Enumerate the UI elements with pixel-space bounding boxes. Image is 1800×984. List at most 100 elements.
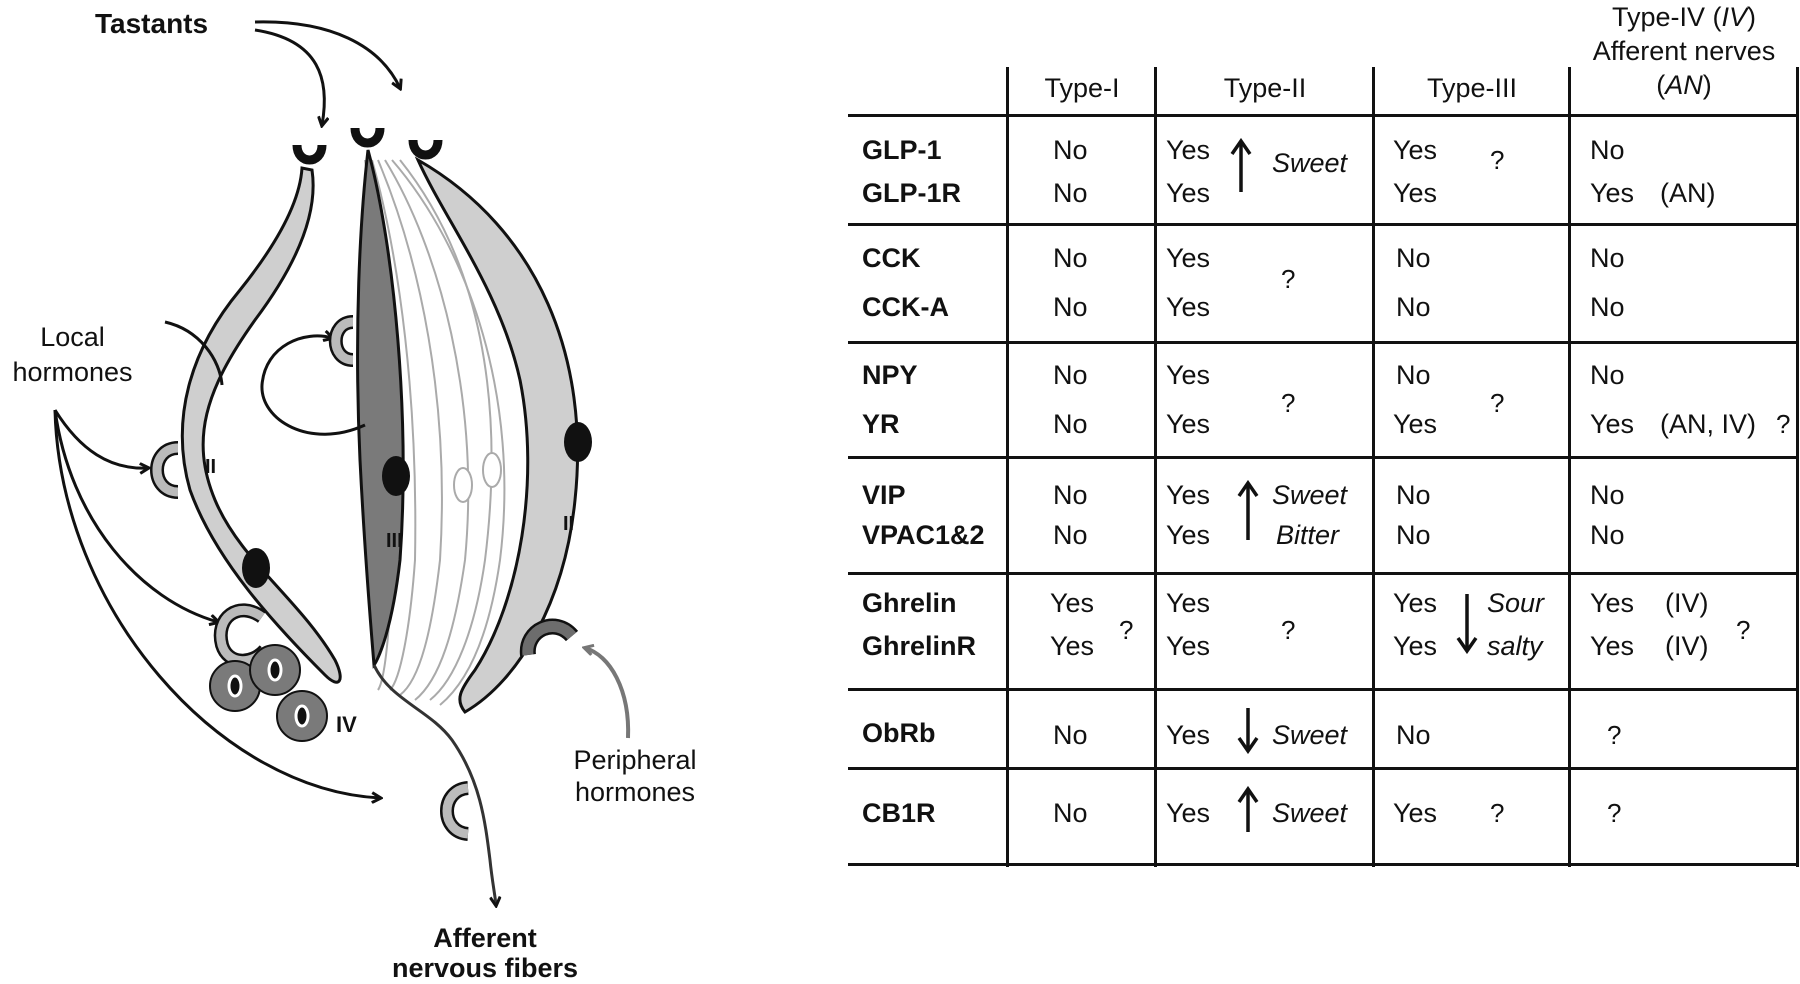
question-mark: ? xyxy=(1281,264,1296,294)
cell-yr-type2: Yes xyxy=(1166,409,1211,439)
cell-ghrelin-type2: Yes xyxy=(1166,588,1211,618)
cell-npy-type2: Yes xyxy=(1166,360,1211,390)
table-hline xyxy=(848,456,1798,459)
receptor-top-right xyxy=(408,139,443,160)
note-sour: Sour xyxy=(1487,588,1545,618)
cell-III-label: III xyxy=(386,530,403,552)
row-label-glp1r: GLP-1R xyxy=(862,178,962,208)
cell-npy-type3: No xyxy=(1396,360,1431,390)
header-type-III: Type-III xyxy=(1426,73,1518,103)
cell-vpac-type2: Yes xyxy=(1166,520,1211,550)
note-sweet: Sweet xyxy=(1272,148,1348,178)
peripheral-hormone-arrow xyxy=(585,648,631,739)
taste-bud-diagram xyxy=(53,20,631,983)
table-vline xyxy=(1006,67,1009,867)
local-hormones-label-line2: hormones xyxy=(12,357,133,387)
question-mark: ? xyxy=(1281,388,1296,418)
cell-type-IV-cluster xyxy=(209,644,328,742)
question-mark: ? xyxy=(1490,145,1505,175)
cell-vpac-type1: No xyxy=(1053,520,1088,550)
cell-glp1r-type1: No xyxy=(1053,178,1088,208)
row-label-ccka: CCK-A xyxy=(862,292,949,322)
table-hline xyxy=(848,341,1798,344)
header-type-I: Type-I xyxy=(1044,73,1120,103)
cell-glp1r-an: (AN) xyxy=(1660,178,1716,208)
cell-cck-type2: Yes xyxy=(1166,243,1211,273)
cell-type-II-right xyxy=(414,156,580,714)
local-hormone-arrow-4 xyxy=(53,409,380,798)
table-hline xyxy=(848,863,1798,866)
cell-glp1r-type2: Yes xyxy=(1166,178,1211,208)
cell-obrb-type1: No xyxy=(1053,720,1088,750)
cell-type-III xyxy=(356,149,405,669)
cell-vip-type1: No xyxy=(1053,480,1088,510)
arrow-down-icon xyxy=(1237,708,1259,754)
question-mark: ? xyxy=(1607,798,1622,828)
cell-ghrelin-type3: Yes xyxy=(1393,588,1438,618)
cell-ghrelin-type4: Yes xyxy=(1590,588,1635,618)
support-cell-line xyxy=(399,159,493,701)
cell-vip-type2: Yes xyxy=(1166,480,1211,510)
table-vline xyxy=(1154,67,1157,867)
support-cell-line xyxy=(377,159,443,696)
cell-glp1-type2: Yes xyxy=(1166,135,1211,165)
table-hline xyxy=(848,572,1798,575)
cell-II-left-label: II xyxy=(205,456,217,478)
local-hormone-arrow-2 xyxy=(53,409,148,468)
cell-npy-type1: No xyxy=(1053,360,1088,390)
cell-III-nucleus xyxy=(382,456,410,496)
row-label-vpac: VPAC1&2 xyxy=(862,520,985,550)
cell-cck-type3: No xyxy=(1396,243,1431,273)
afferent-label-line1: Afferent xyxy=(433,923,537,953)
question-mark: ? xyxy=(1490,798,1505,828)
support-cell-line xyxy=(371,159,417,691)
cell-vip-type3: No xyxy=(1396,480,1431,510)
cell-II-right-nucleus xyxy=(564,422,592,462)
cell-obrb-type3: No xyxy=(1396,720,1431,750)
cell-npy-type4: No xyxy=(1590,360,1625,390)
arrow-up-icon xyxy=(1237,480,1259,540)
question-mark: ? xyxy=(1281,615,1296,645)
tastant-arrow-right xyxy=(254,20,400,88)
table-vline xyxy=(1372,67,1375,867)
row-label-npy: NPY xyxy=(862,360,918,390)
cell-cb1r-type2: Yes xyxy=(1166,798,1211,828)
cell-vpac-type3: No xyxy=(1396,520,1431,550)
afferent-label-line2: nervous fibers xyxy=(391,953,579,983)
header-type-IV-line2: Afferent nerves xyxy=(1592,36,1776,66)
cell-glp1-type4: No xyxy=(1590,135,1625,165)
note-sweet: Sweet xyxy=(1272,480,1348,510)
cell-IV-label: IV xyxy=(336,712,357,737)
cell-ghrelinr-type4: Yes xyxy=(1590,631,1635,661)
cell-cb1r-type3: Yes xyxy=(1393,798,1438,828)
cell-glp1-type3: Yes xyxy=(1393,135,1438,165)
cell-ccka-type3: No xyxy=(1396,292,1431,322)
arrow-up-icon xyxy=(1237,786,1259,832)
row-label-glp1: GLP-1 xyxy=(862,135,942,165)
cell-yr-an-iv: (AN, IV) xyxy=(1660,409,1757,439)
row-label-cck: CCK xyxy=(862,243,921,273)
autocrine-arrow xyxy=(260,336,366,436)
local-hormone-arrow-1 xyxy=(164,320,224,386)
table-hline xyxy=(848,688,1798,691)
cell-vpac-type4: No xyxy=(1590,520,1625,550)
cell-ghrelin-type1: Yes xyxy=(1050,588,1095,618)
cell-yr-type3: Yes xyxy=(1393,409,1438,439)
note-salty: salty xyxy=(1487,631,1543,661)
cell-ccka-type2: Yes xyxy=(1166,292,1211,322)
table-hline xyxy=(848,767,1798,770)
question-mark: ? xyxy=(1490,388,1505,418)
note-bitter: Bitter xyxy=(1276,520,1340,550)
question-mark: ? xyxy=(1119,615,1134,645)
cell-obrb-type2: Yes xyxy=(1166,720,1211,750)
note-sweet: Sweet xyxy=(1272,798,1348,828)
question-mark: ? xyxy=(1736,615,1751,645)
cell-ghrelin-iv: (IV) xyxy=(1665,588,1709,618)
table-hline xyxy=(848,114,1798,117)
cell-ghrelinr-iv: (IV) xyxy=(1665,631,1709,661)
note-sweet: Sweet xyxy=(1272,720,1348,750)
cell-cck-type1: No xyxy=(1053,243,1088,273)
tastant-arrow-left xyxy=(254,28,324,125)
receptor-top-left xyxy=(292,144,327,165)
tastants-label: Tastants xyxy=(95,8,209,39)
